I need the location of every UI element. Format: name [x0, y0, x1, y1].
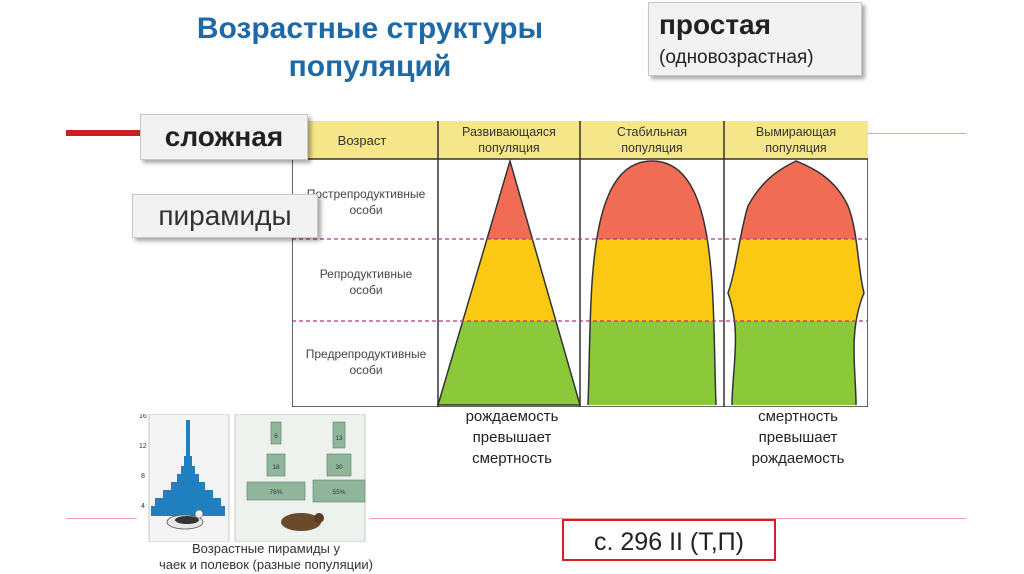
developing-header-line1: Развивающаяся — [462, 125, 556, 139]
simple-structure-box: простая (одновозрастная) — [648, 2, 862, 76]
post-reproductive-label-line1: Пострепродуктивные — [307, 187, 426, 201]
death-exceeds-note: смертность превышает рождаемость — [751, 408, 845, 467]
simple-heading: простая — [659, 9, 771, 40]
declining-header-line2: популяция — [765, 141, 826, 155]
svg-text:76%: 76% — [269, 489, 282, 496]
gull-pyramid-bars — [151, 420, 225, 516]
pre-reproductive-label-line1: Предрепродуктивные — [306, 347, 427, 361]
developing-header-line2: популяция — [478, 141, 539, 155]
reproductive-label-line2: особи — [349, 283, 382, 297]
svg-text:30: 30 — [335, 464, 343, 471]
reproductive-label-line1: Репродуктивные — [320, 267, 413, 281]
stable-header-line2: популяция — [621, 141, 682, 155]
age-structure-chart: Возраст Развивающаяся популяция Стабильн… — [292, 121, 868, 407]
svg-text:8: 8 — [141, 473, 145, 480]
pre-reproductive-label-line2: особи — [349, 363, 382, 377]
pyramids-label: пирамиды — [132, 194, 318, 238]
simple-subtitle: (одновозрастная) — [659, 47, 814, 68]
svg-text:12: 12 — [139, 443, 147, 450]
svg-text:4: 4 — [141, 503, 145, 510]
svg-text:6: 6 — [274, 433, 278, 440]
birth-exceeds-note: рождаемость превышает смертность — [465, 408, 559, 467]
complex-structure-label: сложная — [140, 114, 308, 160]
vole-image — [281, 513, 321, 531]
vole-pyramid-bars-2 — [312, 421, 366, 503]
svg-text:16: 16 — [139, 414, 147, 420]
svg-text:55%: 55% — [332, 489, 345, 496]
accent-bar — [66, 130, 148, 136]
stable-header-line1: Стабильная — [617, 125, 687, 139]
post-reproductive-label-line2: особи — [349, 203, 382, 217]
textbook-reference: с. 296 II (Т,П) — [562, 519, 776, 561]
gull-vole-pyramids-image: 16 12 8 4 6 13 18 30 76% 55% — [137, 414, 369, 542]
slide-title: Возрастные структуры популяций — [196, 12, 544, 83]
bottom-divider — [66, 518, 966, 519]
svg-text:18: 18 — [272, 464, 280, 471]
declining-header-line1: Вымирающая — [756, 125, 836, 139]
mini-pyramids-caption: Возрастные пирамиды у чаек и полевок (ра… — [159, 541, 373, 572]
vole-pyramid-bars-1 — [246, 421, 306, 501]
age-column-header: Возраст — [338, 133, 387, 148]
svg-text:13: 13 — [335, 435, 343, 442]
